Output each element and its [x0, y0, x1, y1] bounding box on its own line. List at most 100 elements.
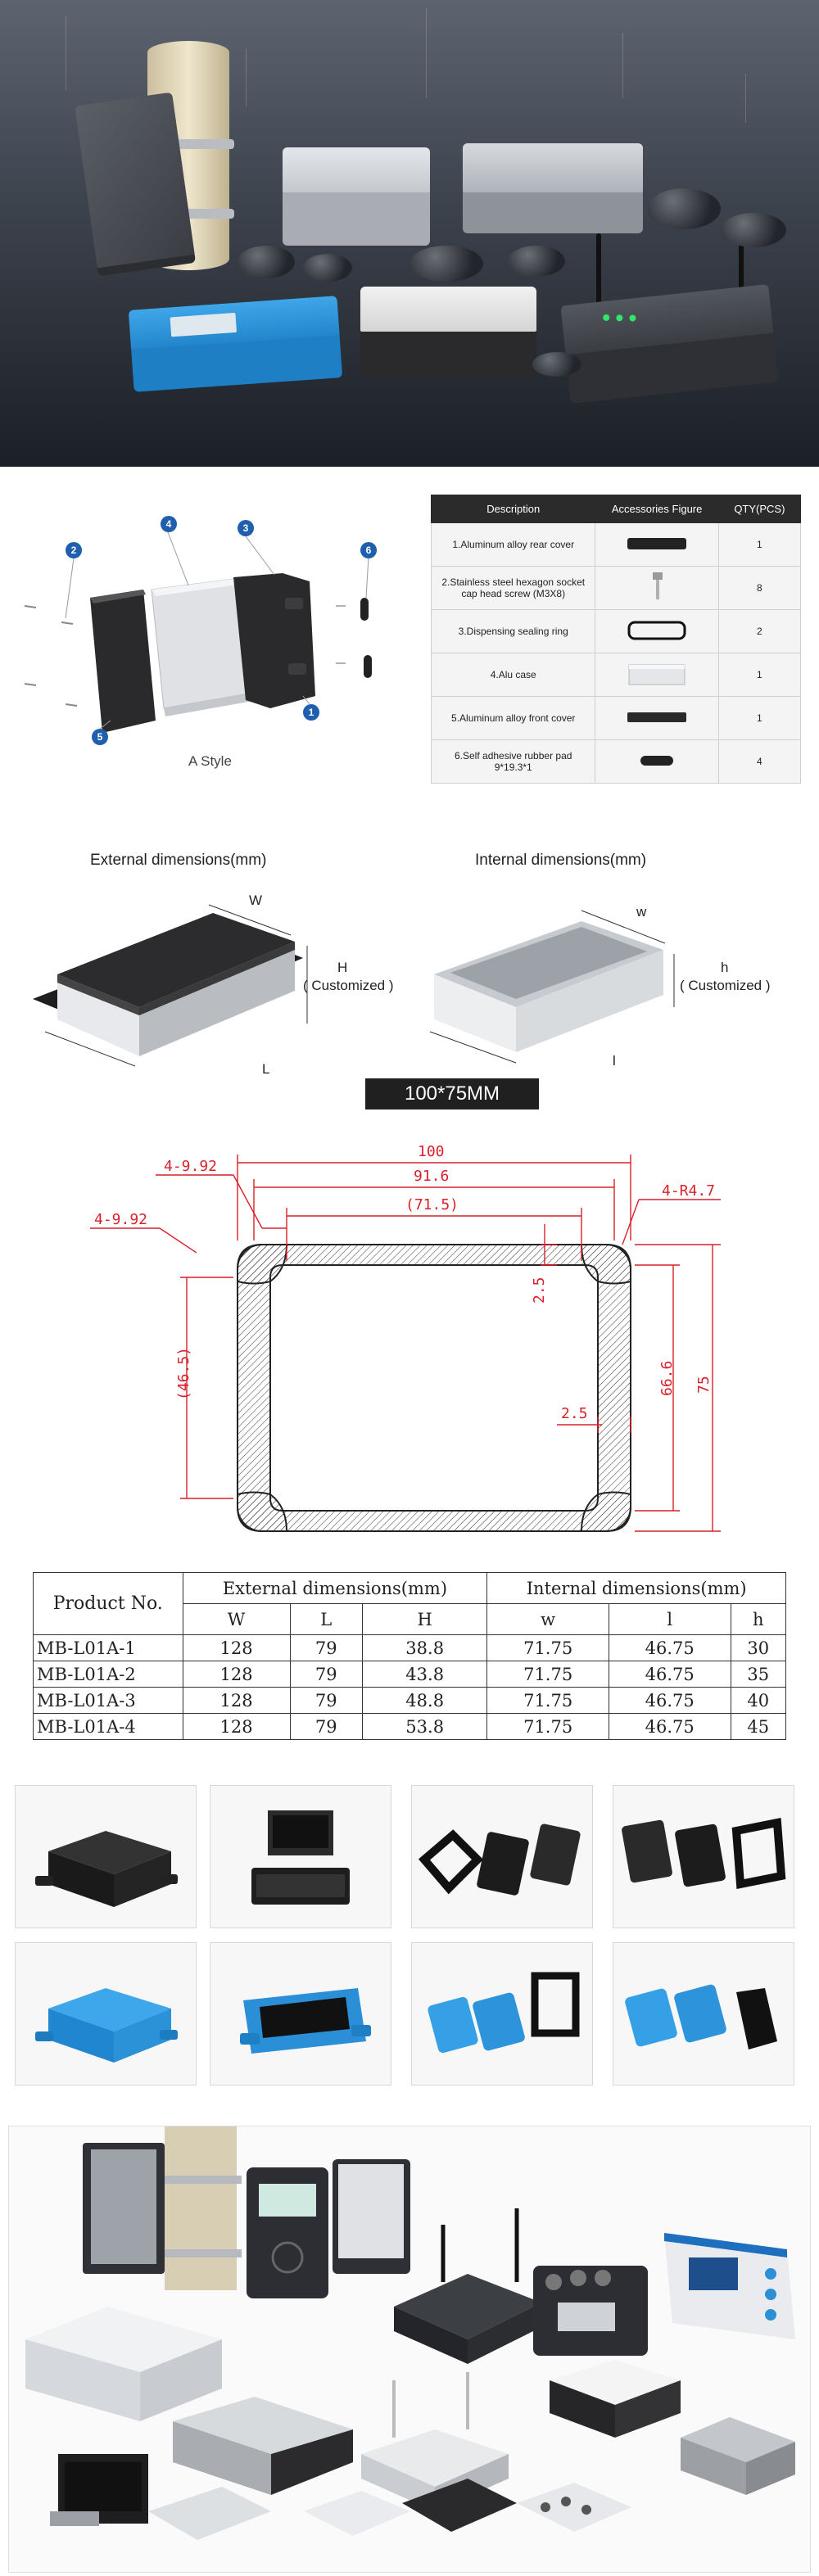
dim-wall-top: 2.5	[531, 1277, 548, 1304]
table-row: 4.Alu case 1	[430, 653, 802, 697]
callout-2: 2	[66, 542, 82, 558]
row-description: 4.Alu case	[430, 653, 596, 697]
col-qty: QTY(PCS)	[717, 495, 802, 523]
dim-wall-side: 2.5	[561, 1405, 588, 1422]
blue-enclosure	[128, 296, 343, 392]
gallery-black-parts	[411, 1785, 593, 1928]
hero-image	[0, 0, 819, 467]
col-internal: Internal dimensions(mm)	[486, 1572, 786, 1604]
gallery-black-closed	[15, 1785, 197, 1928]
gallery-blue-parts	[411, 1942, 593, 2086]
row-description: 2.Stainless steel hexagon socket cap hea…	[430, 566, 596, 610]
dim-hole-top: 4-9.92	[164, 1158, 217, 1175]
cell-W: 128	[182, 1661, 291, 1688]
col-description: Description	[430, 495, 596, 523]
gallery-blue-closed	[15, 1942, 197, 2086]
screw-figure	[595, 566, 719, 610]
row-description: 6.Self adhesive rubber pad 9*19.3*1	[430, 739, 596, 784]
front-cover-figure	[595, 696, 719, 740]
ext-h-note: ( Customized )	[303, 978, 394, 993]
cell-L: 79	[289, 1713, 364, 1740]
external-dimensions-title: External dimensions(mm)	[90, 852, 267, 869]
ext-h-label: H	[337, 960, 348, 975]
col-w: w	[486, 1603, 609, 1635]
row-qty: 1	[717, 653, 802, 697]
silver-enclosure	[283, 147, 430, 246]
cell-W: 128	[182, 1713, 291, 1740]
cell-w: 71.75	[486, 1634, 609, 1661]
gallery-black-open	[210, 1785, 391, 1928]
cell-h: 40	[730, 1687, 787, 1714]
cell-product-no: MB-L01A-2	[33, 1661, 183, 1688]
cell-product-no: MB-L01A-1	[33, 1634, 183, 1661]
collage-drawing	[25, 2126, 795, 2540]
ext-w-label: W	[249, 893, 263, 908]
col-l: l	[608, 1603, 731, 1635]
cell-l: 46.75	[608, 1687, 731, 1714]
gallery-black-parts-alt	[613, 1785, 794, 1928]
cell-h: 35	[730, 1661, 787, 1688]
internal-box-illustration	[429, 910, 675, 1064]
cell-product-no: MB-L01A-4	[33, 1713, 183, 1740]
gallery-blue-open	[210, 1942, 391, 2086]
table-row: MB-L01A-2 128 79 43.8 71.75 46.75 35	[33, 1661, 787, 1688]
row-qty: 4	[717, 739, 802, 784]
row-description: 5.Aluminum alloy front cover	[430, 696, 596, 740]
exploded-drawing	[24, 531, 372, 733]
col-H: H	[361, 1603, 488, 1635]
ext-l-label: L	[262, 1061, 270, 1077]
row-qty: 1	[717, 696, 802, 740]
cell-L: 79	[289, 1634, 364, 1661]
dim-75: 75	[695, 1376, 713, 1394]
table-row: MB-L01A-1 128 79 38.8 71.75 46.75 30	[33, 1634, 787, 1661]
col-W: W	[182, 1603, 291, 1635]
rubber-pad-figure	[595, 739, 719, 784]
cell-w: 71.75	[486, 1687, 609, 1714]
dim-100: 100	[418, 1143, 445, 1160]
exploded-view: 2 4 3 6 5 1 A Style	[0, 483, 426, 802]
col-figure: Accessories Figure	[595, 495, 719, 523]
table-row: MB-L01A-4 128 79 53.8 71.75 46.75 45	[33, 1713, 787, 1740]
callout-1: 1	[303, 704, 319, 721]
product-collage	[8, 2126, 811, 2573]
internal-dimensions-title: Internal dimensions(mm)	[475, 852, 647, 869]
antenna-enclosure	[560, 284, 779, 404]
cell-l: 46.75	[608, 1661, 731, 1688]
row-qty: 1	[717, 522, 802, 567]
grey-enclosure	[463, 143, 643, 233]
dim-71-5: (71.5)	[405, 1196, 459, 1213]
dim-66-6: 66.6	[658, 1361, 676, 1396]
cell-w: 71.75	[486, 1713, 609, 1740]
int-h-label: h	[721, 960, 729, 975]
row-description: 3.Dispensing sealing ring	[430, 609, 596, 653]
table-row: MB-L01A-3 128 79 48.8 71.75 46.75 40	[33, 1687, 787, 1714]
cell-H: 43.8	[361, 1661, 488, 1688]
callout-5: 5	[92, 729, 108, 745]
col-product-no: Product No.	[33, 1572, 183, 1635]
callout-6: 6	[360, 542, 377, 558]
cell-w: 71.75	[486, 1661, 609, 1688]
dim-46-5: (46.5)	[175, 1347, 192, 1400]
row-qty: 8	[717, 566, 802, 610]
cell-h: 45	[730, 1713, 787, 1740]
cell-H: 38.8	[361, 1634, 488, 1661]
technical-drawing: 100 91.6 (71.5) 4-9.92 4-9.92 4-R4.7 2.5…	[90, 1143, 721, 1532]
product-dimensions-table: Product No. External dimensions(mm) Inte…	[33, 1572, 787, 1740]
callout-4: 4	[161, 516, 177, 532]
col-external: External dimensions(mm)	[182, 1572, 488, 1604]
cell-l: 46.75	[608, 1634, 731, 1661]
white-black-enclosure	[360, 287, 536, 377]
style-label: A Style	[188, 753, 232, 769]
table-row: 5.Aluminum alloy front cover 1	[430, 696, 802, 740]
cell-W: 128	[182, 1687, 291, 1714]
rear-cover-figure	[595, 522, 719, 567]
col-L: L	[289, 1603, 364, 1635]
table-row: 3.Dispensing sealing ring 2	[430, 609, 802, 653]
row-description: 1.Aluminum alloy rear cover	[430, 522, 596, 567]
cell-l: 46.75	[608, 1713, 731, 1740]
table-row: 2.Stainless steel hexagon socket cap hea…	[430, 566, 802, 610]
size-banner: 100*75MM	[365, 1078, 539, 1109]
gallery-blue-parts-alt	[613, 1942, 794, 2086]
dim-91-6: 91.6	[414, 1168, 449, 1185]
cell-H: 48.8	[361, 1687, 488, 1714]
